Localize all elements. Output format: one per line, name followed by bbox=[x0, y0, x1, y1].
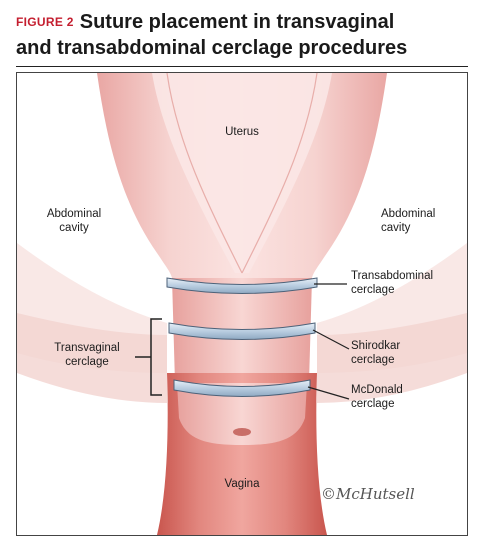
uterine-cavity-shape bbox=[152, 73, 332, 273]
figure-header: FIGURE 2 Suture placement in transvaginal… bbox=[16, 8, 468, 64]
transabdominal-suture-band bbox=[166, 277, 318, 294]
transabdominal-line-2: cerclage bbox=[351, 284, 395, 296]
artist-signature: ©McHutsell bbox=[321, 485, 415, 503]
transabdominal-line-1: Transabdominal bbox=[351, 270, 434, 282]
figure-title-text-1: Suture placement in transvaginal bbox=[79, 11, 395, 33]
figure-illustration: Uterus Abdominal cavity Abdominal cavity… bbox=[16, 72, 468, 536]
shirodkar-suture-band bbox=[168, 322, 316, 340]
abdominal-cavity-left-label: Abdominal cavity bbox=[29, 207, 119, 235]
mcdonald-suture-band bbox=[173, 379, 311, 397]
transvaginal-line-1: Transvaginal bbox=[54, 342, 120, 354]
shirodkar-line-2: cerclage bbox=[351, 354, 395, 366]
left-pelvic-floor bbox=[17, 313, 167, 403]
mcdonald-line-2: cerclage bbox=[351, 398, 395, 410]
transabdominal-cerclage-label: Transabdominal cerclage bbox=[351, 269, 433, 297]
transvaginal-cerclage-label: Transvaginal cerclage bbox=[39, 341, 135, 369]
uterine-contour-left bbox=[166, 73, 243, 274]
external-os-shape bbox=[233, 428, 251, 436]
shirodkar-leader-line bbox=[312, 329, 350, 350]
figure-title-line-2: and transabdominal cerclage procedures bbox=[16, 37, 408, 59]
cervical-tip-shape bbox=[177, 383, 307, 445]
abdominal-cavity-right-label: Abdominal cavity bbox=[381, 207, 435, 235]
shirodkar-line-1: Shirodkar bbox=[351, 340, 401, 352]
uterus-label: Uterus bbox=[225, 126, 259, 138]
vagina-label: Vagina bbox=[224, 478, 260, 490]
abdominal-cavity-right-line-2: cavity bbox=[381, 222, 411, 234]
right-pelvic-floor bbox=[317, 313, 467, 403]
cerclage-illustration bbox=[17, 73, 467, 535]
header-divider bbox=[16, 66, 468, 67]
mcdonald-line-1: McDonald bbox=[351, 384, 403, 396]
figure-title-line-1: FIGURE 2 Suture placement in transvaginal bbox=[16, 10, 394, 34]
transvaginal-line-2: cerclage bbox=[65, 356, 109, 368]
abdominal-cavity-right-line-1: Abdominal bbox=[381, 208, 436, 220]
uterine-contour-right bbox=[241, 73, 318, 274]
mcdonald-cerclage-label: McDonald cerclage bbox=[351, 383, 403, 411]
abdominal-cavity-left-line-1: Abdominal bbox=[46, 208, 102, 220]
figure-number-label: FIGURE 2 bbox=[16, 15, 74, 29]
abdominal-cavity-left-line-2: cavity bbox=[59, 222, 89, 234]
mcdonald-leader-line bbox=[307, 386, 350, 400]
shirodkar-cerclage-label: Shirodkar cerclage bbox=[351, 339, 400, 367]
